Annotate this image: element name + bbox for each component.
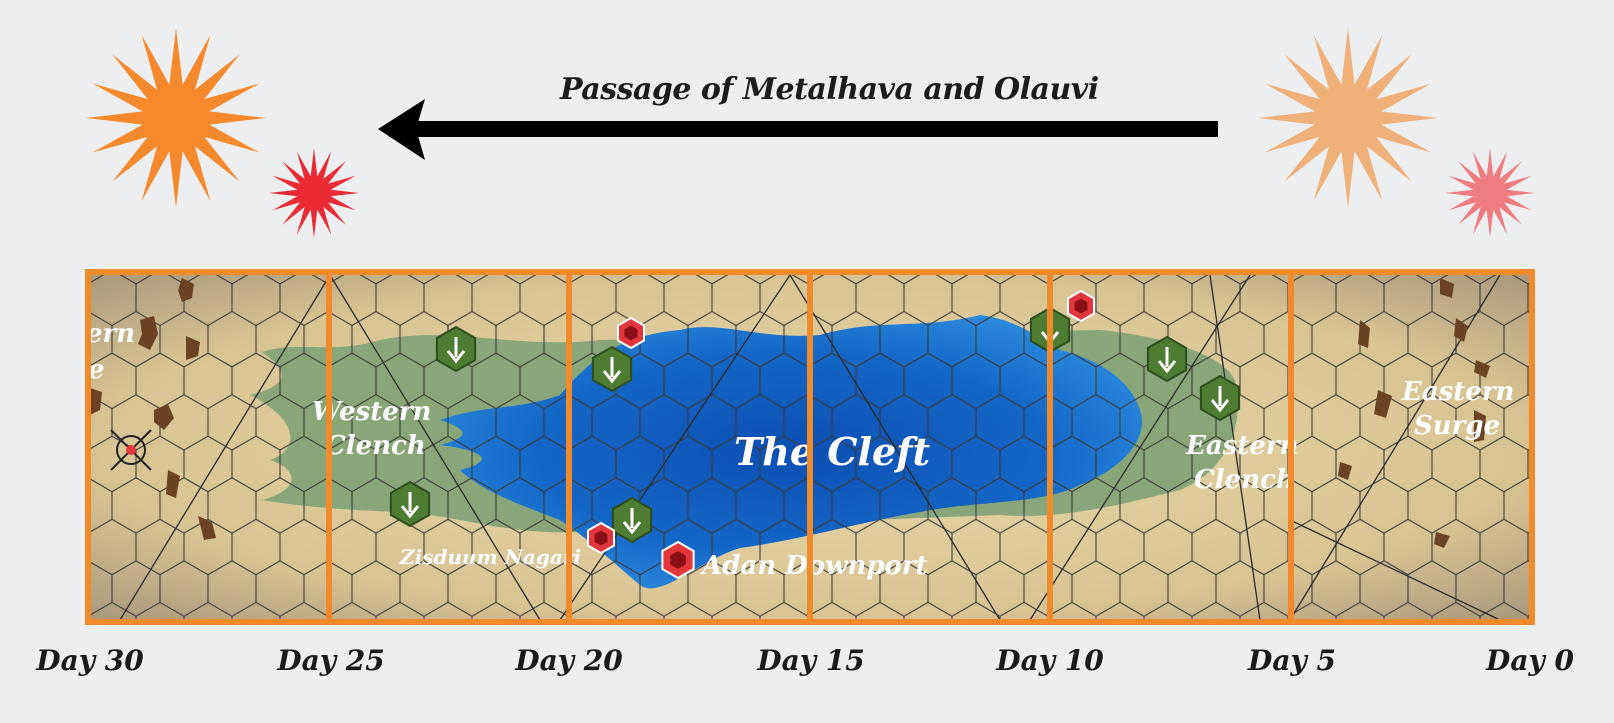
sun-small-future-icon bbox=[1445, 148, 1535, 238]
day-label: Day 30 bbox=[36, 644, 144, 677]
down-arrow-hex-icon[interactable] bbox=[1146, 335, 1188, 383]
red-hex-icon[interactable] bbox=[661, 540, 695, 580]
label-eastern-clench: Eastern Clench bbox=[1185, 431, 1308, 495]
label-adan-downport: Adan Downport bbox=[699, 551, 928, 581]
label-eastern-surge: Eastern Surge bbox=[1401, 377, 1524, 441]
label-western-clench: Western Clench bbox=[312, 397, 440, 461]
timeline-panels bbox=[85, 269, 1535, 625]
day-label: Day 5 bbox=[1248, 644, 1336, 677]
red-hex-icon[interactable] bbox=[1067, 289, 1095, 323]
down-arrow-hex-icon[interactable] bbox=[389, 480, 431, 528]
down-arrow-hex-icon[interactable] bbox=[591, 345, 633, 393]
sun-small-past-icon bbox=[269, 148, 359, 238]
label-the-cleft: The Cleft bbox=[734, 429, 931, 474]
label-western-edge: ern bbox=[86, 319, 135, 349]
day-label: Day 15 bbox=[757, 644, 865, 677]
label-eastern-clench-line1: Eastern bbox=[1185, 431, 1298, 461]
crosshair-icon[interactable] bbox=[110, 429, 152, 471]
sun-large-past-icon bbox=[86, 28, 266, 208]
down-arrow-hex-icon[interactable] bbox=[1199, 374, 1241, 422]
down-arrow-hex-icon[interactable] bbox=[611, 496, 653, 544]
rough-terrain bbox=[88, 278, 1490, 548]
sun-large-future-icon bbox=[1258, 28, 1438, 208]
day-label: Day 20 bbox=[515, 644, 623, 677]
label-zisduum: Zisduum Nagari bbox=[399, 545, 581, 569]
label-western-edge-2: e bbox=[88, 355, 105, 385]
label-western-clench-line2: Clench bbox=[325, 431, 426, 461]
red-hex-icon[interactable] bbox=[617, 316, 645, 350]
label-eastern-surge-line2: Surge bbox=[1414, 411, 1500, 441]
down-arrow-hex-icon[interactable] bbox=[435, 325, 477, 373]
label-eastern-clench-line2: Clench bbox=[1194, 465, 1295, 495]
day-label: Day 10 bbox=[996, 644, 1104, 677]
day-label: Day 0 bbox=[1486, 644, 1574, 677]
arrow-left-icon bbox=[378, 99, 1218, 160]
day-panel bbox=[1288, 269, 1535, 625]
label-eastern-surge-line1: Eastern bbox=[1401, 377, 1514, 407]
passage-title: Passage of Metalhava and Olauvi bbox=[560, 72, 1099, 107]
red-hex-icon[interactable] bbox=[587, 521, 615, 555]
day-label: Day 25 bbox=[277, 644, 385, 677]
map-roads bbox=[119, 274, 1501, 621]
